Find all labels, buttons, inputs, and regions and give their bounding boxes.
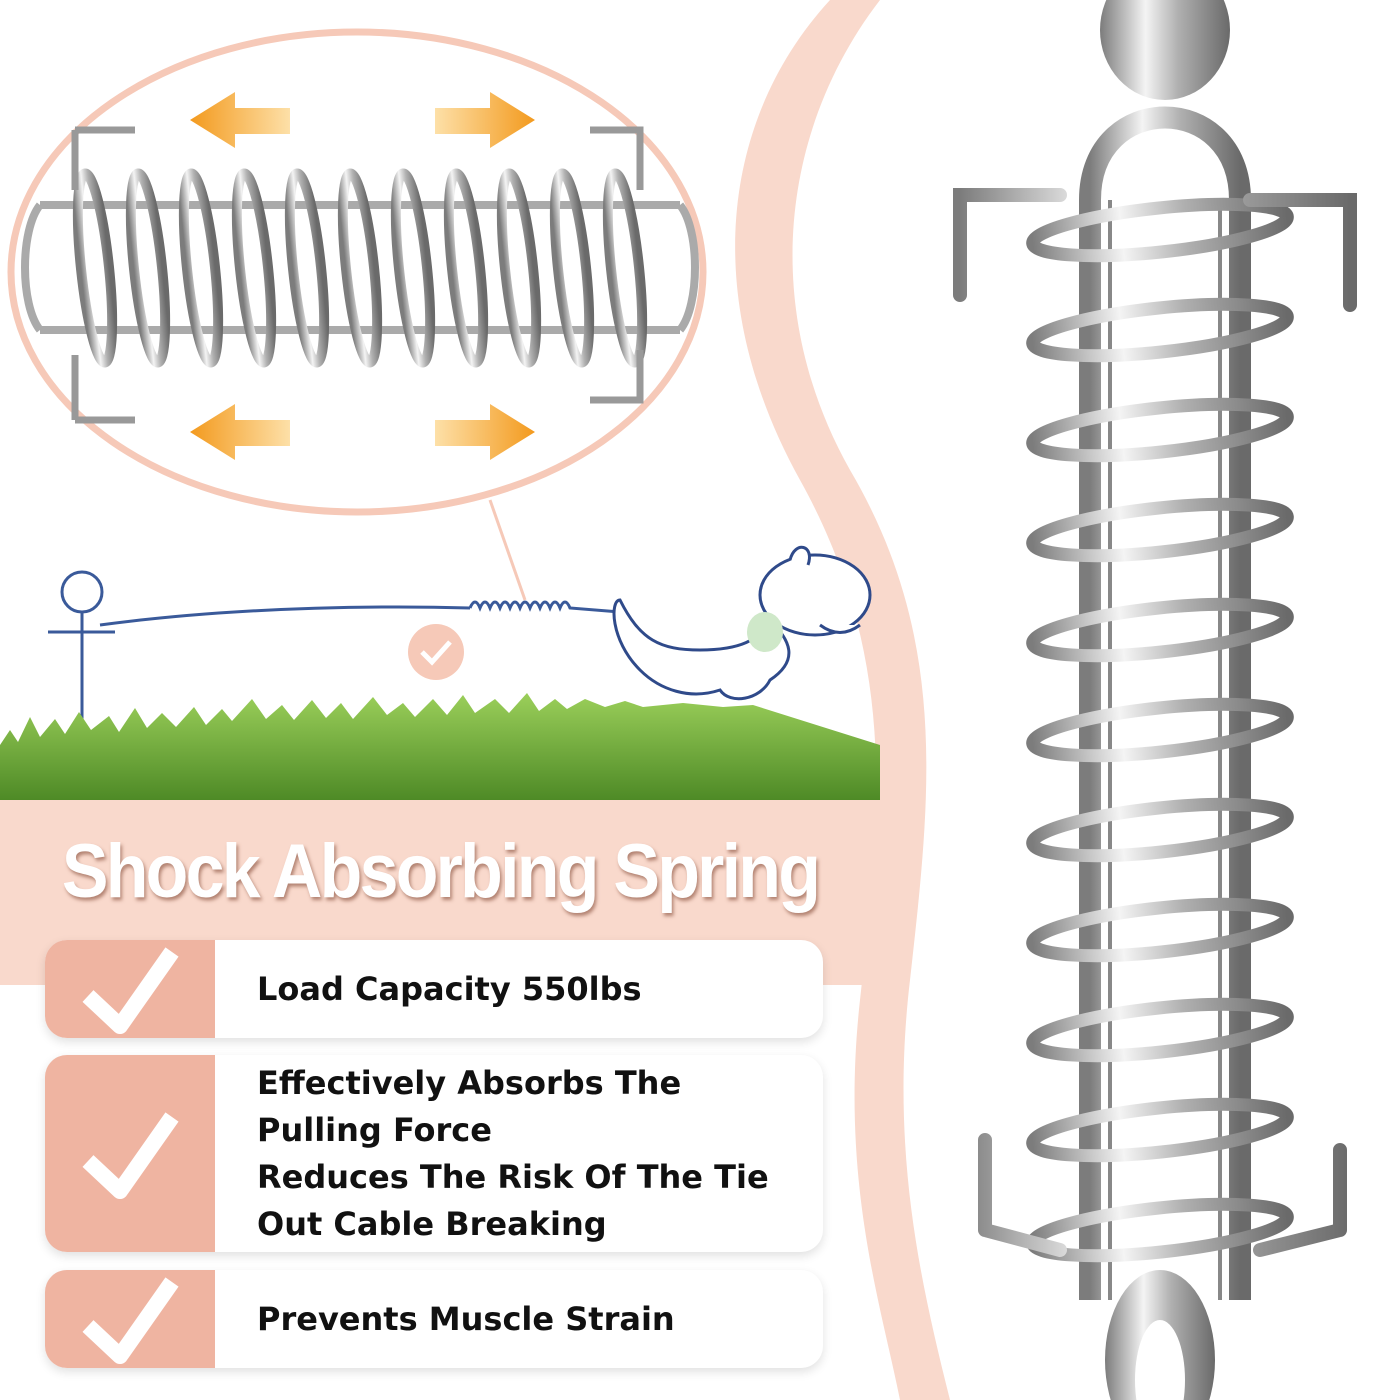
vertical-spring-product	[953, 0, 1357, 1400]
spring-coil	[602, 168, 648, 368]
spring-zoom-ellipse	[7, 28, 707, 516]
spring-coil	[1026, 597, 1294, 663]
spring-coil	[1026, 697, 1294, 763]
spring-coil	[390, 168, 436, 368]
spring-coil	[1026, 497, 1294, 563]
spring-coil	[1026, 297, 1294, 363]
feature-text: Load Capacity 550lbs	[257, 969, 642, 1008]
check-circle-icon	[408, 624, 464, 680]
title-heading: Shock Absorbing Spring	[61, 829, 821, 914]
arrow-right-icon	[435, 92, 535, 148]
spring-coil	[72, 168, 118, 368]
spring-coil	[1026, 1097, 1294, 1163]
checkmark-icon	[45, 1055, 215, 1252]
spring-coil	[337, 168, 383, 368]
feature-text: Out Cable Breaking	[257, 1204, 607, 1243]
feature-card-load-capacity: Load Capacity 550lbs	[45, 940, 823, 1038]
grass	[0, 693, 880, 800]
spring-coil	[1026, 197, 1294, 263]
spring-coil	[231, 168, 277, 368]
spring-coil	[443, 168, 489, 368]
spring-coil	[496, 168, 542, 368]
spring-coil	[1026, 897, 1294, 963]
spring-coil	[178, 168, 224, 368]
spring-coil	[1026, 397, 1294, 463]
checkmark-icon	[45, 940, 215, 1038]
feature-text: Prevents Muscle Strain	[257, 1299, 675, 1338]
feature-card-absorbs-force: Effectively Absorbs The Pulling Force Re…	[45, 1055, 823, 1252]
arrow-right-icon	[435, 404, 535, 460]
spring-coil	[549, 168, 595, 368]
spring-coil	[1026, 797, 1294, 863]
feature-card-muscle-strain: Prevents Muscle Strain	[45, 1270, 823, 1368]
running-dog-icon	[612, 546, 872, 701]
horizontal-spring-icon	[21, 126, 699, 424]
checkmark-icon	[45, 1270, 215, 1368]
arrow-left-icon	[190, 404, 290, 460]
pink-wave-band	[735, 0, 950, 1400]
spring-coil	[1026, 997, 1294, 1063]
feature-text: Effectively Absorbs The	[257, 1063, 682, 1102]
spring-coil	[125, 168, 171, 368]
spring-coil	[284, 168, 330, 368]
feature-text: Pulling Force	[257, 1110, 492, 1149]
feature-text: Reduces The Risk Of The Tie	[257, 1157, 769, 1196]
arrow-left-icon	[190, 92, 290, 148]
